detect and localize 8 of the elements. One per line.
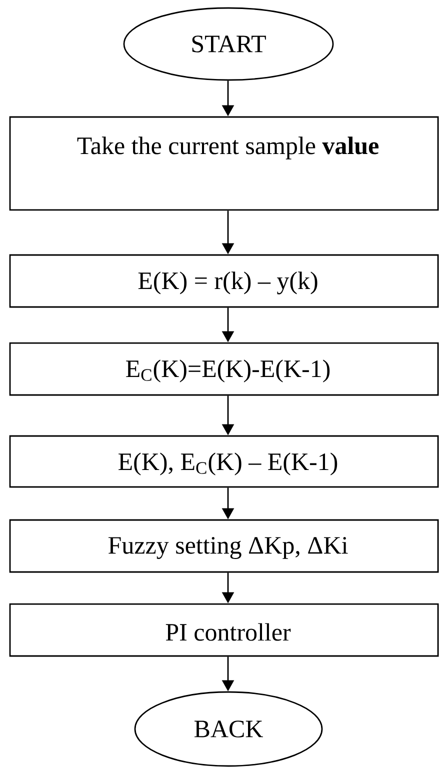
terminal-oval: BACK <box>134 691 323 767</box>
process-box: PI controller <box>9 603 439 657</box>
process-box: E(K) = r(k) – y(k) <box>9 254 439 308</box>
process-box: E(K), E$_{C}$(K) – E(K-1) <box>9 435 439 488</box>
process-box: Fuzzy setting ΔKp, ΔKi <box>9 519 439 573</box>
process-box: E$_{C}$(K)=E(K)-E(K-1) <box>9 342 439 396</box>
terminal-oval: START <box>123 7 334 81</box>
process-box: Take the current sample value <box>9 116 439 211</box>
